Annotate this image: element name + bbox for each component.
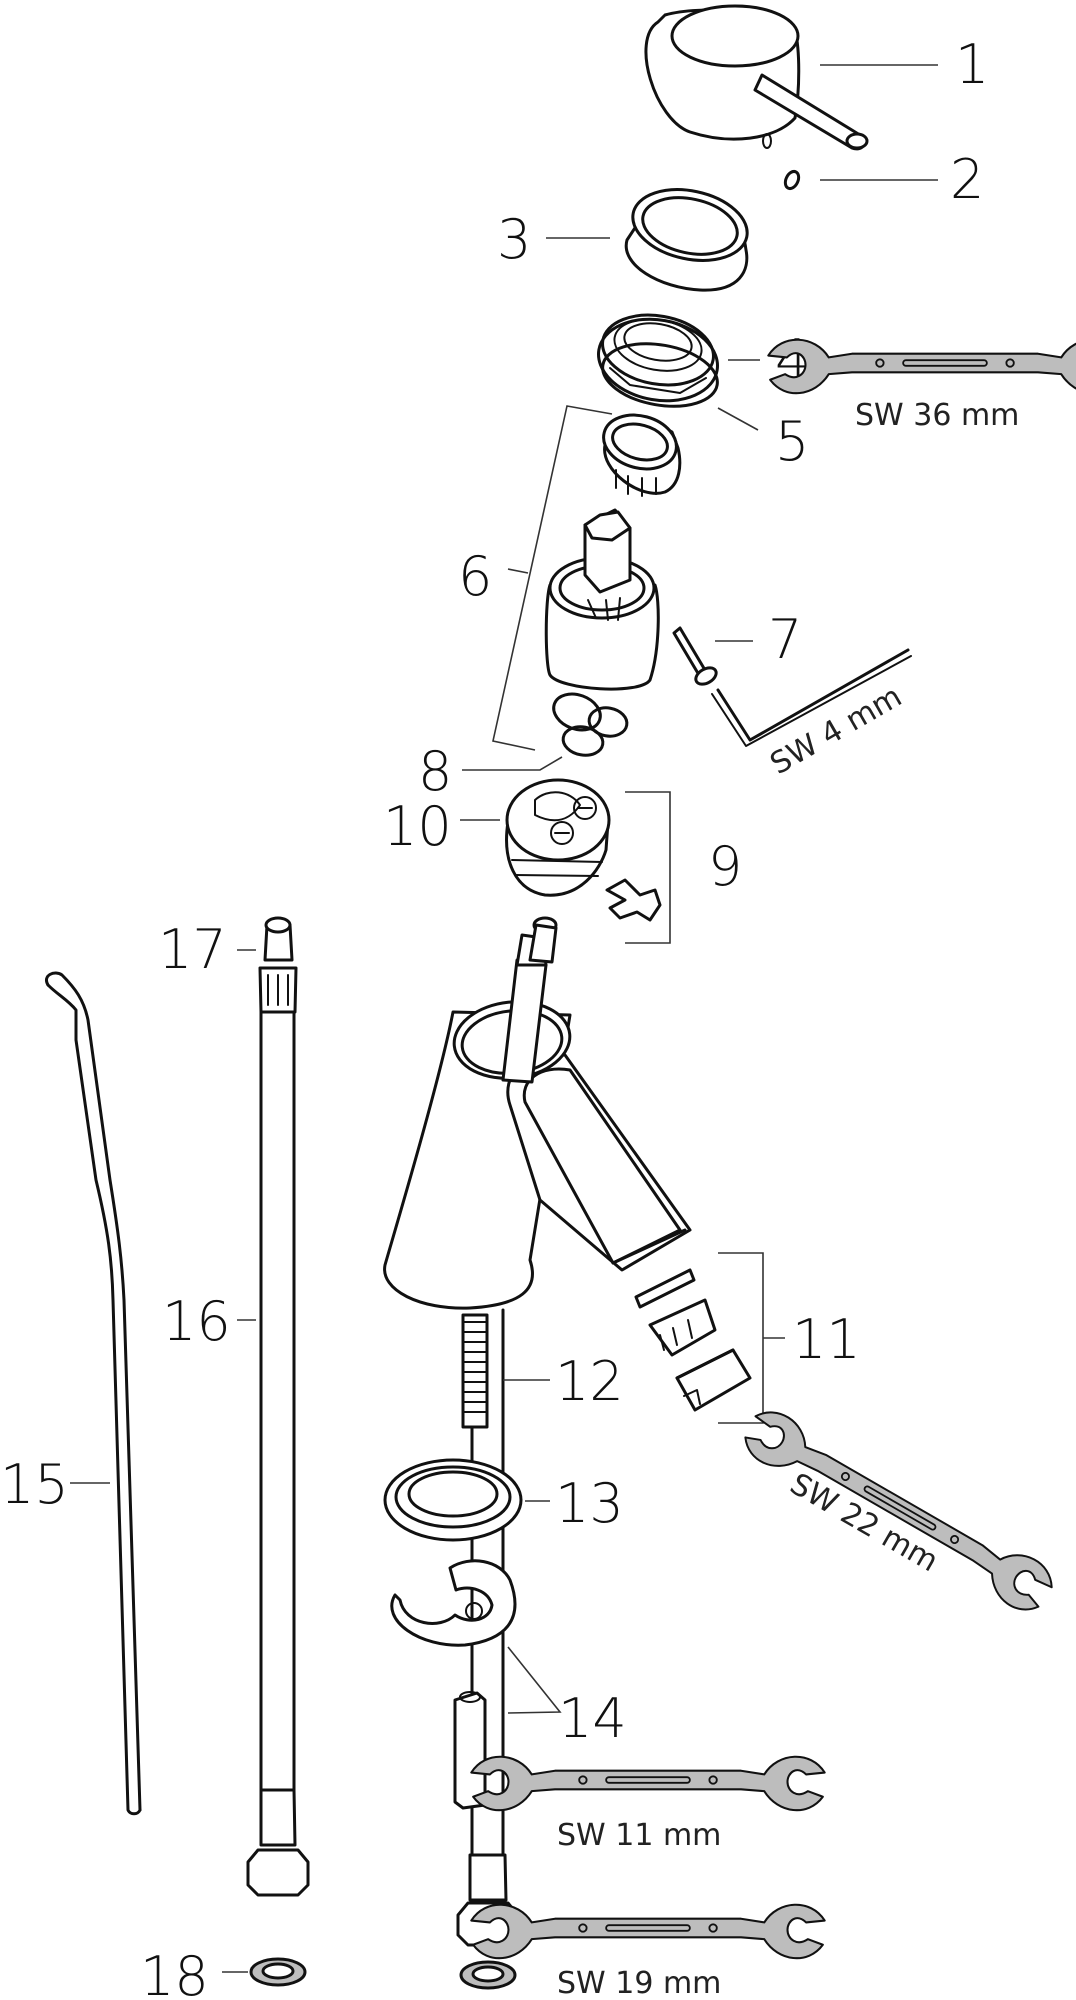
part-3-cover-cap[interactable] — [624, 180, 754, 292]
part-4-threaded-nut[interactable] — [592, 307, 724, 410]
allen-key-tool[interactable] — [711, 648, 912, 747]
part-number-15: 15 — [0, 1453, 69, 1516]
wrench-sw22[interactable] — [736, 1402, 1061, 1620]
part-number-9: 9 — [708, 835, 742, 898]
part-number-7: 7 — [768, 608, 802, 671]
part-18-flat-gasket[interactable] — [249, 1957, 307, 1987]
part-number-12: 12 — [555, 1350, 624, 1413]
part-number-5: 5 — [775, 410, 809, 473]
tool-label-sw11: SW 11 mm — [557, 1818, 721, 1853]
open-end-wrench-icon — [767, 338, 1076, 395]
part-number-8: 8 — [418, 740, 452, 803]
wrench-sw11[interactable] — [470, 1755, 826, 1812]
part-6-cartridge-set[interactable] — [544, 407, 682, 758]
part-number-11: 11 — [792, 1308, 861, 1371]
part-number-labels: 1 2 3 4 5 6 7 8 9 10 11 12 13 14 15 16 1… — [0, 33, 989, 2000]
part-16-supply-hose[interactable] — [259, 1010, 296, 1792]
part-number-16: 16 — [162, 1290, 231, 1353]
part-15-pull-rod[interactable] — [45, 971, 142, 1816]
faucet-body[interactable] — [383, 916, 692, 1310]
open-end-wrench-icon — [470, 1903, 826, 1960]
part-10-adapter[interactable] — [505, 778, 611, 897]
part-14-fixing-set[interactable] — [390, 1559, 517, 1810]
part-11-aerator-set[interactable] — [634, 1268, 752, 1412]
part-2-grub-screw[interactable] — [783, 169, 801, 191]
tool-label-sw19: SW 19 mm — [557, 1966, 721, 2000]
part-5-seal-ring[interactable] — [598, 335, 723, 414]
part-number-17: 17 — [158, 918, 227, 981]
part-7-pin[interactable] — [672, 626, 719, 688]
tool-label-sw4: SW 4 mm — [765, 679, 908, 782]
part-number-14: 14 — [558, 1687, 627, 1750]
part-number-3: 3 — [497, 208, 531, 271]
leader-lines — [70, 64, 938, 1973]
part-number-2: 2 — [950, 148, 984, 211]
part-number-6: 6 — [458, 545, 492, 608]
part-number-10: 10 — [383, 795, 452, 858]
hose-fitting-right[interactable] — [456, 1853, 520, 1990]
part-9-adapter-clip[interactable] — [605, 878, 662, 922]
open-end-wrench-icon — [470, 1755, 826, 1812]
part-number-1: 1 — [955, 33, 989, 96]
open-end-wrench-icon — [736, 1402, 1061, 1620]
part-number-18: 18 — [140, 1945, 209, 2000]
wrench-sw36[interactable] — [767, 338, 1076, 395]
tool-label-sw36: SW 36 mm — [855, 398, 1019, 433]
wrench-sw19[interactable] — [470, 1903, 826, 1960]
hose-fitting-left[interactable] — [246, 1788, 310, 1897]
part-17-hose-connector[interactable] — [258, 916, 298, 1014]
part-1-lever-handle[interactable] — [644, 4, 869, 151]
part-number-13: 13 — [555, 1472, 624, 1535]
part-13-base-washer[interactable] — [383, 1458, 523, 1542]
